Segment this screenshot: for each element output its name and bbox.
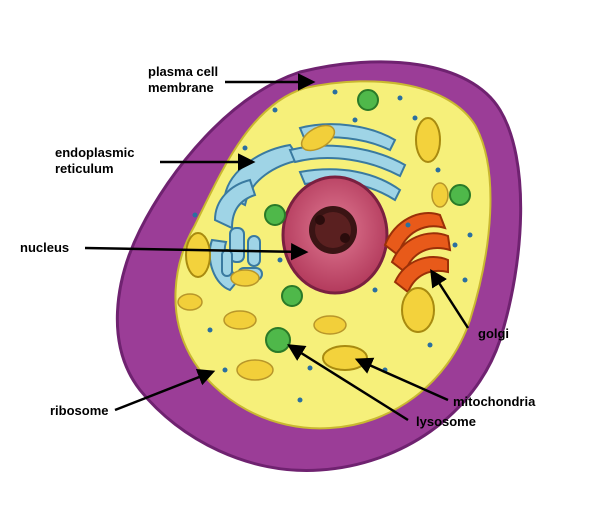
label-lysosome: lysosome: [416, 414, 476, 429]
label-nucleus: nucleus: [20, 240, 70, 255]
mitochondrion: [322, 345, 368, 371]
mitochondrion: [401, 287, 435, 333]
label-mitochondria: mitochondria: [453, 394, 536, 409]
arrow-lysosome: [287, 344, 409, 422]
label-endoplasmic-reticulum: endoplasmic reticulum: [55, 145, 134, 177]
golgi-apparatus: [383, 212, 452, 294]
lysosomes: [264, 89, 471, 353]
pointer-arrows: [84, 73, 470, 422]
lysosome: [265, 327, 291, 353]
arrow-golgi: [430, 269, 470, 329]
arrow-nucleus: [84, 242, 309, 261]
label-plasma-membrane-line2: membrane: [148, 80, 214, 95]
label-golgi: golgi: [478, 326, 510, 341]
mitochondria-group: [185, 117, 441, 371]
label-plasma-membrane: plasma cell membrane: [148, 64, 218, 96]
arrow-ribosome: [114, 368, 216, 412]
vesicles: [177, 124, 449, 381]
arrow-mitochondria: [354, 357, 449, 402]
label-plasma-membrane-line1: plasma cell: [148, 64, 219, 79]
label-er-line1: endoplasmic: [55, 145, 135, 160]
mitochondrion: [415, 117, 441, 163]
ribosomes: [192, 89, 473, 403]
label-er-line2: reticulum: [55, 161, 114, 176]
label-ribosome: ribosome: [50, 403, 109, 418]
nucleus: [281, 175, 389, 295]
mitochondrion: [185, 232, 211, 278]
